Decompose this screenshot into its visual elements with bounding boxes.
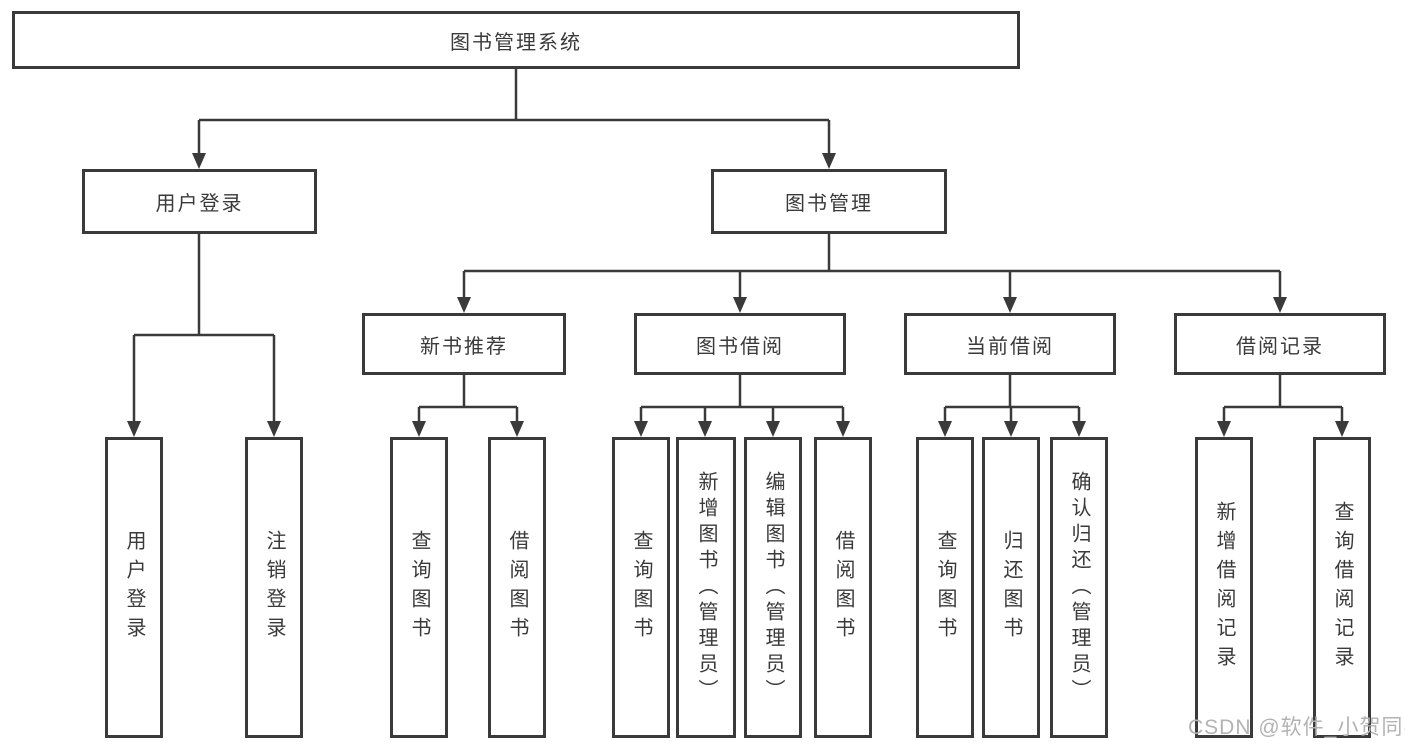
- node-label: 查询借阅记录: [1331, 500, 1353, 675]
- node-label: 确认归还（管理员）: [1068, 470, 1090, 705]
- csdn-watermark: CSDN @软件_小贺同学: [1188, 716, 1405, 739]
- node-label: 查询图书: [934, 529, 956, 646]
- node-user-login: 用户登录: [105, 437, 163, 738]
- node-label: 编辑图书（管理员）: [762, 470, 784, 705]
- node-root: 图书管理系统: [12, 11, 1020, 69]
- node-borrow-books-recommend: 借阅图书: [488, 437, 546, 738]
- node-label: 借阅图书: [506, 529, 528, 646]
- node-new-book-recommend: 新书推荐: [362, 313, 566, 375]
- node-user-login-group: 用户登录: [82, 169, 317, 234]
- node-label: 新增借阅记录: [1213, 500, 1235, 675]
- node-query-borrow-record: 查询借阅记录: [1313, 437, 1371, 738]
- node-query-books-current: 查询图书: [916, 437, 974, 738]
- node-current-borrow: 当前借阅: [904, 313, 1116, 375]
- node-confirm-return-admin: 确认归还（管理员）: [1050, 437, 1108, 738]
- node-book-management: 图书管理: [711, 169, 947, 234]
- node-logout: 注销登录: [245, 437, 303, 738]
- node-add-book-admin: 新增图书（管理员）: [676, 437, 736, 738]
- node-borrow-books-2: 借阅图书: [814, 437, 872, 738]
- node-label: 新增图书（管理员）: [695, 470, 717, 705]
- node-book-borrow: 图书借阅: [634, 313, 846, 375]
- node-query-books-borrow: 查询图书: [612, 437, 670, 738]
- node-query-books-recommend: 查询图书: [390, 437, 448, 738]
- node-label: 查询图书: [630, 529, 652, 646]
- node-add-borrow-record: 新增借阅记录: [1195, 437, 1253, 738]
- node-label: 借阅图书: [832, 529, 854, 646]
- node-edit-book-admin: 编辑图书（管理员）: [744, 437, 802, 738]
- node-label: 用户登录: [123, 529, 145, 646]
- node-borrow-records: 借阅记录: [1174, 313, 1386, 375]
- node-label: 注销登录: [263, 529, 285, 646]
- node-label: 查询图书: [408, 529, 430, 646]
- node-label: 归还图书: [1000, 529, 1022, 646]
- node-return-book: 归还图书: [982, 437, 1040, 738]
